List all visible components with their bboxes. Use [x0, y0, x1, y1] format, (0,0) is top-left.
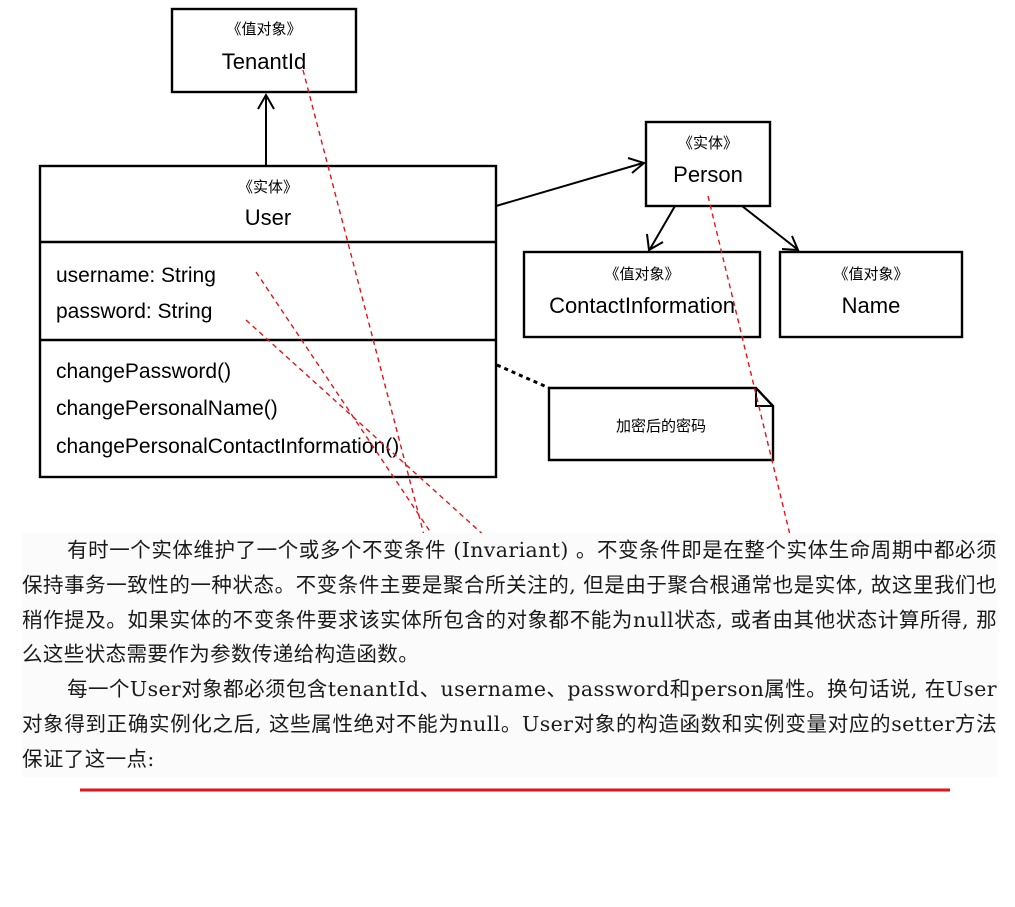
user-attribute-password: password: String [56, 300, 212, 323]
tenantid-class: 《值对象》 TenantId [170, 7, 358, 94]
user-operation-change-contact-info: changePersonalContactInformation() [56, 435, 399, 458]
name-class: 《值对象》 Name [778, 250, 964, 339]
tenantid-stereotype: 《值对象》 [226, 20, 301, 38]
user-name: User [245, 205, 291, 230]
person-stereotype: 《实体》 [678, 134, 738, 152]
user-class: 《实体》 User username: String password: Str… [38, 164, 498, 479]
person-name: Person [673, 162, 743, 187]
paragraph1-after: 实体生命周期中都必须保持事务一致性的一种状态。不变条件主要是聚合所关注的, 但是… [22, 538, 998, 667]
user-stereotype: 《实体》 [238, 178, 298, 196]
tenantid-name: TenantId [222, 49, 306, 74]
note-text: 加密后的密码 [616, 417, 706, 435]
annotation-arrow-tenantid [302, 69, 485, 760]
paragraph2-underlined: 每一个User对象都必须包含tenantId、username、password… [67, 677, 807, 702]
user-operation-change-personal-name: changePersonalName() [56, 397, 278, 420]
paragraph-user-attributes: 每一个User对象都必须包含tenantId、username、password… [22, 672, 997, 776]
user-attribute-username: username: String [56, 264, 216, 287]
user-operation-change-password: changePassword() [56, 360, 231, 383]
associations [257, 92, 800, 390]
contact-information-name: ContactInformation [549, 293, 735, 318]
paragraph1-before: 有时一个实体维护了一个或多个不变条件 (Invariant) 。 [67, 538, 597, 562]
name-stereotype: 《值对象》 [833, 265, 908, 283]
paragraph1-underlined: 不变条件即是在整个 [596, 538, 787, 562]
contact-information-class: 《值对象》 ContactInformation [522, 250, 762, 339]
paragraph-invariant: 有时一个实体维护了一个或多个不变条件 (Invariant) 。不变条件即是在整… [22, 533, 997, 672]
contact-information-stereotype: 《值对象》 [604, 265, 679, 283]
paragraph2-after: 。换句话说, 在User对象得到正确实例化之后, 这些属性绝对不能为null。U… [22, 677, 998, 771]
name-name: Name [842, 293, 901, 318]
person-class: 《实体》 Person [644, 120, 772, 208]
body-text: 有时一个实体维护了一个或多个不变条件 (Invariant) 。不变条件即是在整… [22, 533, 997, 777]
note: 加密后的密码 [547, 386, 775, 462]
